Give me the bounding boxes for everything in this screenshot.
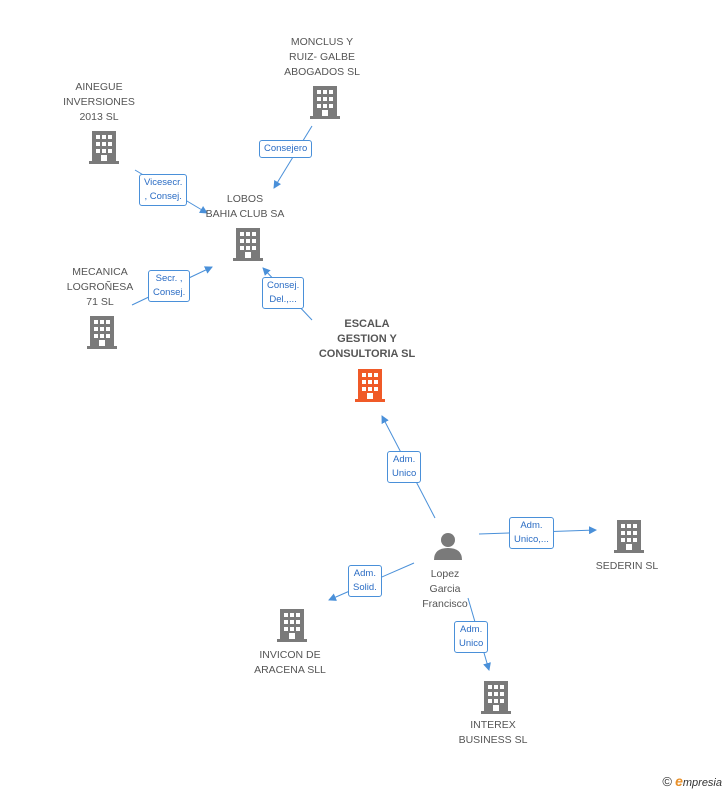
node-label-mecanica[interactable]: MECANICA LOGROÑESA 71 SL xyxy=(66,266,134,308)
building-icon-interex[interactable] xyxy=(481,681,511,714)
building-icon-mecanica[interactable] xyxy=(87,316,117,349)
edge-label-lopez-sederin[interactable]: Adm. Unico,... xyxy=(509,517,554,549)
edge-label-lopez-invicon[interactable]: Adm. Solid. xyxy=(348,565,382,597)
edge-label-mecanica-lobos[interactable]: Secr. , Consej. xyxy=(148,270,191,302)
person-icon-lopez[interactable] xyxy=(434,533,462,560)
building-icon-lobos[interactable] xyxy=(233,228,263,261)
building-icon-invicon[interactable] xyxy=(277,609,307,642)
node-label-escala[interactable]: ESCALA GESTION Y CONSULTORIA SL xyxy=(318,318,416,360)
node-label-ainegue[interactable]: AINEGUE INVERSIONES 2013 SL xyxy=(63,81,135,123)
edge-label-ainegue-lobos[interactable]: Vicesecr. , Consej. xyxy=(139,174,188,206)
brand-name: mpresia xyxy=(682,777,722,789)
building-icon-sederin[interactable] xyxy=(614,520,644,553)
node-label-lobos[interactable]: LOBOS BAHIA CLUB SA xyxy=(205,193,285,220)
building-icon-ainegue[interactable] xyxy=(89,131,119,164)
brand-watermark: © empresia xyxy=(662,773,722,789)
edge-label-lopez-escala[interactable]: Adm. Unico xyxy=(387,451,422,483)
edge-label-escala-lobos[interactable]: Consej. Del.,... xyxy=(262,277,305,309)
node-label-interex[interactable]: INTEREX BUSINESS SL xyxy=(458,719,528,746)
node-label-sederin[interactable]: SEDERIN SL xyxy=(595,560,659,572)
node-label-invicon[interactable]: INVICON DE ARACENA SLL xyxy=(254,649,326,676)
building-icon-escala[interactable] xyxy=(355,369,385,402)
brand-e-icon: e xyxy=(675,773,683,789)
building-icon-monclus[interactable] xyxy=(310,86,340,119)
node-label-monclus[interactable]: MONCLUS Y RUIZ- GALBE ABOGADOS SL xyxy=(284,36,360,78)
edge-label-monclus-lobos[interactable]: Consejero xyxy=(259,140,313,158)
edge-label-lopez-interex[interactable]: Adm. Unico xyxy=(454,621,489,653)
node-label-lopez[interactable]: Lopez Garcia Francisco xyxy=(422,568,468,610)
copyright-symbol: © xyxy=(662,774,673,789)
